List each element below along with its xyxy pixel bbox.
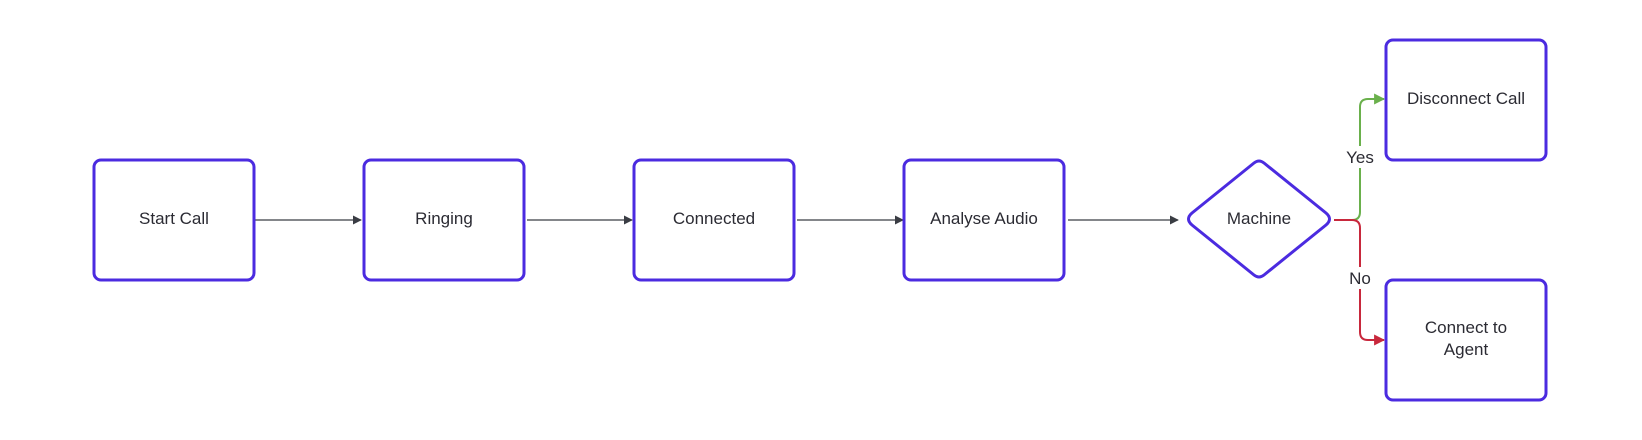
node-machine-label: Machine [1227, 209, 1291, 228]
node-analyse-audio: Analyse Audio [902, 158, 1066, 282]
node-disconnect-call: Disconnect Call [1384, 38, 1548, 162]
no-label-bg [1344, 267, 1376, 289]
node-connect-to-agent: Connect to Agent [1384, 278, 1548, 402]
node-start-call: Start Call [92, 158, 256, 282]
node-ringing-label: Ringing [415, 209, 473, 228]
node-analyse-audio-label: Analyse Audio [930, 209, 1038, 228]
node-ringing: Ringing [362, 158, 526, 282]
node-disconnect-call-label: Disconnect Call [1407, 89, 1525, 108]
node-start-call-label: Start Call [139, 209, 209, 228]
node-machine-decision: Machine [1187, 159, 1331, 279]
node-connect-to-agent-label-line2: Agent [1444, 340, 1489, 359]
node-connected: Connected [632, 158, 796, 282]
yes-label: Yes [1346, 148, 1374, 167]
no-label: No [1349, 269, 1371, 288]
yes-label-bg [1342, 146, 1378, 168]
node-connect-to-agent-label-line1: Connect to [1425, 318, 1507, 337]
node-connected-label: Connected [673, 209, 755, 228]
